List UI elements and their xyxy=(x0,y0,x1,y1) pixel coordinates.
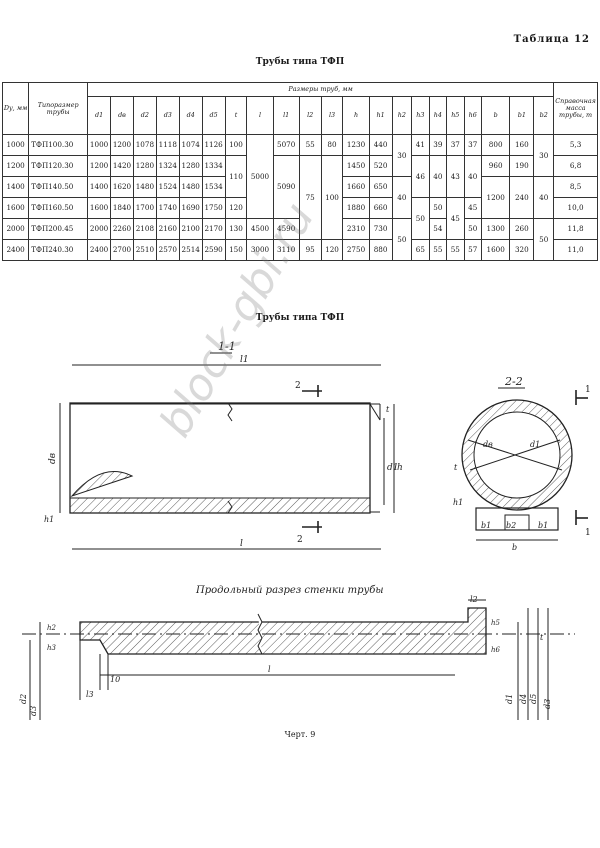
dim-dv-circle: dв xyxy=(483,440,493,449)
table-cell: 5070 xyxy=(272,134,300,156)
table-cell: 240 xyxy=(509,176,535,219)
dim-h1-circle: h1 xyxy=(453,498,463,507)
subheader-7: l xyxy=(246,96,274,135)
dim-d1: d1 xyxy=(387,463,399,473)
table-cell: 880 xyxy=(368,239,393,261)
table-cell: 1200 xyxy=(480,176,511,219)
dim-h: h xyxy=(397,463,403,473)
table-cell: 5000 xyxy=(246,134,274,219)
dim-d1-circle: d1 xyxy=(530,440,540,449)
section-1-1-label: 1-1 xyxy=(218,340,236,353)
dim-l3: l3 xyxy=(86,690,94,699)
dim-h5: h5 xyxy=(491,619,501,627)
table-cell: 190 xyxy=(509,155,535,177)
dim-d1-wall: d1 xyxy=(505,694,514,704)
dim-t-circle: t xyxy=(454,463,458,472)
subheader-17: h6 xyxy=(463,96,482,135)
table-cell: 2400 xyxy=(1,239,30,261)
table-cell: 54 xyxy=(428,218,448,240)
section-2-2-label: 2-2 xyxy=(504,375,523,388)
table-cell: ТФП240.30 xyxy=(28,239,89,261)
cut-mark-2-bottom: 2 xyxy=(297,535,303,545)
table-cell: 2590 xyxy=(201,239,226,261)
table-cell: 55 xyxy=(446,239,465,261)
table-cell: ТФП160.50 xyxy=(28,197,89,219)
table-cell: 2510 xyxy=(132,239,157,261)
table-cell: 37 xyxy=(463,134,482,156)
section-1-1: 1-1 l1 l 2 2 dв d1 h t h1 xyxy=(44,340,403,550)
table-cell: 65 xyxy=(411,239,430,261)
cut-mark-1-bottom: 1 xyxy=(585,528,591,538)
dim-h2: h2 xyxy=(47,624,57,632)
dim-b1-right: b1 xyxy=(538,521,548,530)
table-cell: 50 xyxy=(391,218,413,261)
section-2-2: 2-2 dв d1 t b1 b2 b1 b h1 1 1 xyxy=(453,375,591,552)
dim-d4: d4 xyxy=(519,694,528,704)
drawing-title: Трубы типа ТФП xyxy=(255,313,345,323)
table-cell: 2750 xyxy=(342,239,370,261)
header-type: Типоразмер трубы xyxy=(28,82,89,135)
dim-d6: d3 xyxy=(543,699,552,709)
dim-l: l xyxy=(240,539,243,549)
dim-dv: dв xyxy=(48,453,58,464)
table-cell: 1750 xyxy=(201,197,226,219)
dim-l-wall: l xyxy=(268,665,271,674)
dim-b: b xyxy=(512,543,517,552)
wall-section: Продольный разрез стенки трубы 10 l3 l l… xyxy=(19,585,575,720)
header-mass: Справочная масса трубы, т xyxy=(553,82,598,135)
dim-h6: h6 xyxy=(491,646,501,654)
table-cell: 2400 xyxy=(87,239,112,261)
table-cell: 95 xyxy=(298,239,322,261)
table-number: Таблица 12 xyxy=(513,34,590,45)
dim-d3: d3 xyxy=(29,706,38,716)
dim-d2: d2 xyxy=(19,694,28,704)
dim-b2: b2 xyxy=(506,521,516,530)
table-cell: 45 xyxy=(463,197,482,219)
cut-mark-1-top: 1 xyxy=(585,385,591,395)
cut-mark-2-top: 2 xyxy=(295,381,301,391)
figure-caption: Черт. 9 xyxy=(284,730,316,739)
dim-d5: d5 xyxy=(529,694,538,704)
table-cell: 5090 xyxy=(272,155,300,219)
table-cell: 50 xyxy=(463,218,482,240)
dim-t: t xyxy=(386,405,390,414)
dim-h1: h1 xyxy=(44,515,54,524)
dim-l1: l1 xyxy=(240,355,249,365)
table-cell: 1600 xyxy=(480,239,511,261)
table-title: Трубы типа ТФП xyxy=(255,57,345,67)
dim-b1-left: b1 xyxy=(481,521,491,530)
wall-section-caption: Продольный разрез стенки трубы xyxy=(195,585,384,596)
table-cell: 11,0 xyxy=(553,239,598,261)
pipe-spec-table: Dу, мм Типоразмер трубы Размеры труб, мм… xyxy=(1,82,598,261)
table-cell: 57 xyxy=(463,239,482,261)
subheader-19: b1 xyxy=(509,96,535,135)
dim-t-wall: t xyxy=(540,633,544,642)
dim-h3: h3 xyxy=(47,644,57,652)
dim-ten: 10 xyxy=(110,675,120,684)
table-cell: 3110 xyxy=(272,239,300,261)
table-cell: 320 xyxy=(509,239,535,261)
header-dy: Dу, мм xyxy=(1,82,30,135)
table-cell: ТФП140.50 xyxy=(28,176,89,198)
